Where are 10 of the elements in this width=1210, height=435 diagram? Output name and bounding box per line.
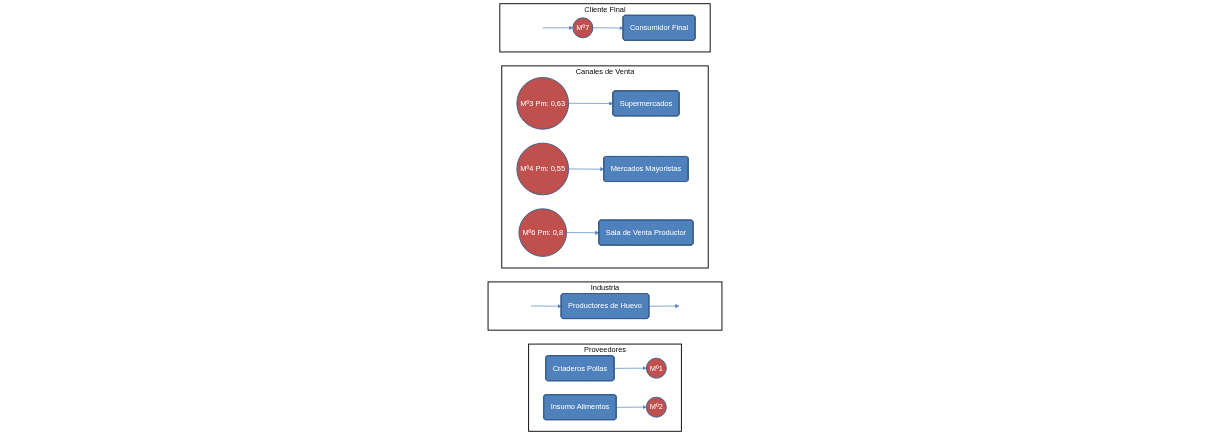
cluster xyxy=(487,281,723,331)
node-circle xyxy=(572,17,594,39)
node-circle xyxy=(645,396,667,418)
cluster xyxy=(501,65,709,269)
node-circle xyxy=(516,77,570,130)
cluster xyxy=(528,343,682,432)
node-circle xyxy=(516,142,570,196)
cluster xyxy=(499,3,711,53)
node-circle xyxy=(518,208,567,257)
node-circle xyxy=(645,357,667,379)
